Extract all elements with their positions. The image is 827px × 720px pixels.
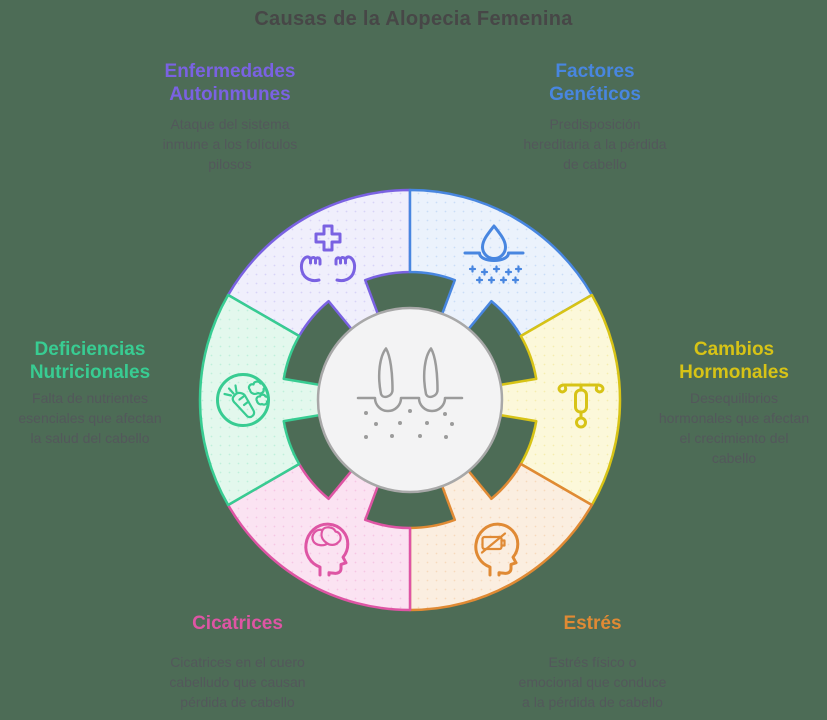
desc-line: Cicatrices en el cuero <box>170 654 305 670</box>
label-line: Factores <box>555 61 635 82</box>
desc-line: pilosos <box>208 156 252 172</box>
label-line: Cicatrices <box>192 613 283 634</box>
desc-line: inmune a los folículos <box>162 136 298 152</box>
label-block-nutritional: Deficiencias Nutricionales Falta de nutr… <box>0 338 180 448</box>
desc-line: la salud del cabello <box>30 430 150 446</box>
desc-scars: Cicatrices en el cuero cabelludo que cau… <box>100 652 375 712</box>
desc-autoimmune: Ataque del sistema inmune a los folículo… <box>95 114 365 174</box>
label-line: Nutricionales <box>29 362 151 383</box>
hair-strand <box>377 347 394 399</box>
desc-line: a la pérdida de cabello <box>522 694 663 710</box>
page-title: Causas de la Alopecia Femenina <box>254 8 573 30</box>
desc-line: Desequilibrios <box>690 390 778 406</box>
desc-hormonal: Desequilibrios hormonales que afectan el… <box>641 388 827 468</box>
desc-line: el crecimiento del <box>679 430 789 446</box>
desc-line: pérdida de cabello <box>180 694 295 710</box>
label-nutritional: Deficiencias Nutricionales <box>0 338 180 384</box>
dermis-dots <box>364 409 454 439</box>
label-block-autoimmune: Enfermedades Autoinmunes Ataque del sist… <box>95 60 365 174</box>
label-autoimmune: Enfermedades Autoinmunes <box>95 60 365 106</box>
head-low-battery-icon <box>474 522 520 577</box>
desc-nutritional: Falta de nutrientes esenciales que afect… <box>0 388 180 448</box>
vegetables-icon <box>216 373 270 427</box>
desc-line: Falta de nutrientes <box>32 390 148 406</box>
segment-hormonal <box>487 293 622 507</box>
desc-line: de cabello <box>563 156 627 172</box>
desc-stress: Estrés físico o emocional que conduce a … <box>455 652 730 712</box>
label-line: Deficiencias <box>34 339 146 360</box>
center-circle <box>316 306 504 494</box>
desc-line: emocional que conduce <box>518 674 667 690</box>
label-block-hormonal: Cambios Hormonales Desequilibrios hormon… <box>641 338 827 468</box>
hair-follicle-skin-illustration <box>356 347 464 439</box>
desc-line: hormonales que afectan <box>658 410 810 426</box>
label-line: Enfermedades <box>164 61 296 82</box>
label-line: Cambios <box>693 339 775 360</box>
label-line: Estrés <box>563 613 622 634</box>
label-genetic: Factores Genéticos <box>460 60 730 106</box>
segment-nutritional <box>198 293 333 507</box>
desc-line: Estrés físico o <box>548 654 637 670</box>
desc-line: Predisposición <box>549 116 641 132</box>
label-scars: Cicatrices <box>100 612 375 635</box>
label-stress: Estrés <box>455 612 730 635</box>
hair-strand <box>422 347 439 399</box>
iud-device-icon <box>557 383 605 429</box>
label-line: Autoinmunes <box>169 84 291 105</box>
desc-line: cabello <box>711 450 757 466</box>
droplet-skin-icon <box>463 224 525 284</box>
desc-line: cabelludo que causan <box>169 674 306 690</box>
desc-line: hereditaria a la pérdida <box>523 136 667 152</box>
label-line: Genéticos <box>549 84 641 105</box>
desc-genetic: Predisposición hereditaria a la pérdida … <box>460 114 730 174</box>
desc-line: esenciales que afectan <box>18 410 162 426</box>
label-hormonal: Cambios Hormonales <box>641 338 827 384</box>
skin-line <box>356 396 464 413</box>
head-brain-icon <box>304 522 350 577</box>
hands-medical-cross-icon <box>299 224 357 283</box>
label-line: Hormonales <box>679 362 789 383</box>
label-block-stress: Estrés Estrés físico o emocional que con… <box>455 612 730 712</box>
label-block-scars: Cicatrices Cicatrices en el cuero cabell… <box>100 612 375 712</box>
label-block-genetic: Factores Genéticos Predisposición heredi… <box>460 60 730 174</box>
desc-line: Ataque del sistema <box>170 116 290 132</box>
